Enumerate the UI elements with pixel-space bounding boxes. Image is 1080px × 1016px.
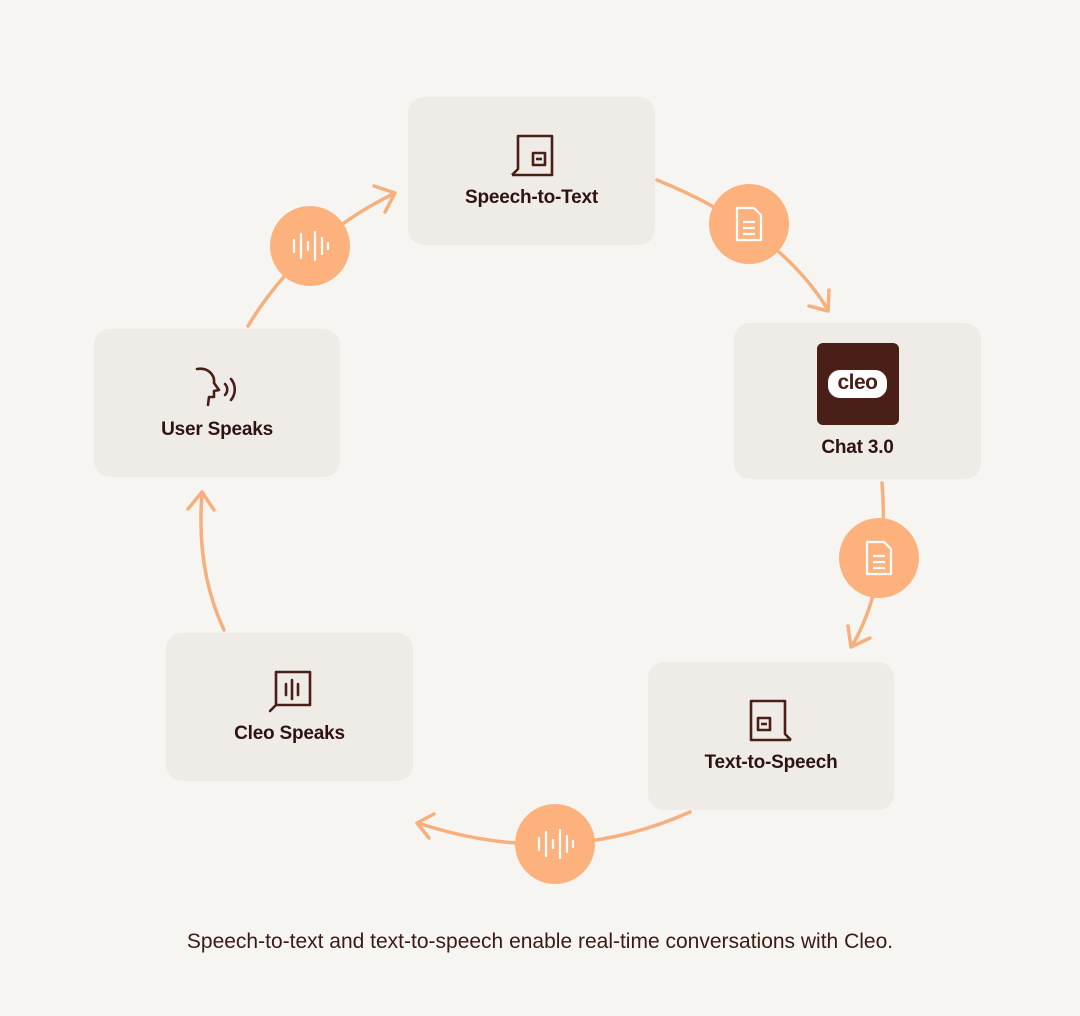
cleo-logo: cleo <box>816 343 899 425</box>
node-label: Text-to-Speech <box>704 752 838 773</box>
text-badge-stt-to-chat <box>709 184 789 264</box>
diagram-caption: Speech-to-text and text-to-speech enable… <box>186 930 894 953</box>
text-badge-chat-to-tts <box>839 518 919 598</box>
arrowhead-cleo-to-user <box>186 490 216 512</box>
node-label: Cleo Speaks <box>234 723 345 744</box>
node-user-speaks: User Speaks <box>94 329 340 477</box>
audio-waveform-icon <box>537 828 575 860</box>
frame-with-document-icon <box>749 699 792 742</box>
node-speech-to-text: Speech-to-Text <box>408 97 655 245</box>
node-label: Chat 3.0 <box>821 437 894 458</box>
audio-badge-tts-to-cleo <box>515 804 595 884</box>
cleo-logo-text: cleo <box>828 370 887 398</box>
node-label: User Speaks <box>161 419 273 440</box>
audio-badge-user-to-stt <box>270 206 350 286</box>
document-icon <box>735 206 763 242</box>
speaking-head-icon <box>195 367 237 407</box>
arrowhead-chat-to-tts <box>846 624 872 649</box>
node-chat: cleo Chat 3.0 <box>734 323 981 479</box>
speech-bubble-waveform-icon <box>268 670 311 713</box>
audio-waveform-icon <box>292 230 330 262</box>
node-cleo-speaks: Cleo Speaks <box>166 633 413 781</box>
document-icon <box>865 540 893 576</box>
arrowhead-user-to-stt <box>372 184 397 214</box>
arrowhead-stt-to-chat <box>807 288 831 313</box>
arrow-cleo-to-user <box>199 492 226 632</box>
document-in-frame-icon <box>510 134 553 177</box>
node-label: Speech-to-Text <box>464 187 599 208</box>
arrowhead-tts-to-cleo <box>415 812 436 840</box>
node-text-to-speech: Text-to-Speech <box>648 662 894 810</box>
